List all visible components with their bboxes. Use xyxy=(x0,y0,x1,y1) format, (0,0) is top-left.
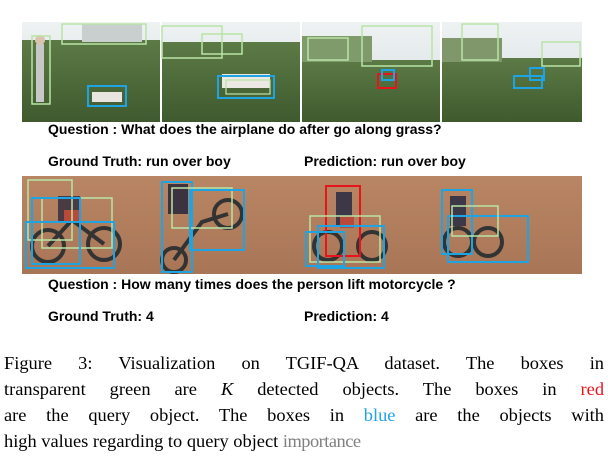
caption-line-3: are the query object. The boxes in blue … xyxy=(4,405,604,425)
frames-strip-motorcycle xyxy=(22,176,582,274)
k-symbol: K xyxy=(220,379,234,399)
blue-word: blue xyxy=(363,405,396,425)
frame-8 xyxy=(441,189,529,263)
question-1: Question : What does the airplane do aft… xyxy=(48,121,442,137)
ground-truth-2: Ground Truth: 4 xyxy=(48,308,154,324)
prediction-1: Prediction: run over boy xyxy=(304,153,466,169)
caption-line-2: transparent green are K detected objects… xyxy=(4,379,605,399)
frame-5 xyxy=(25,179,122,269)
frame-2 xyxy=(161,22,300,122)
caption-line-1: Figure 3: Visualization on TGIF-QA datas… xyxy=(4,353,604,373)
frame-6 xyxy=(160,181,245,274)
question-2: Question : How many times does the perso… xyxy=(48,276,456,292)
caption-line-4: high values regarding to query object im… xyxy=(4,431,361,451)
frames-strip-airplane xyxy=(22,22,582,122)
frame-7 xyxy=(305,185,388,269)
frame-4 xyxy=(442,22,582,122)
prediction-2: Prediction: 4 xyxy=(304,308,389,324)
frame-1 xyxy=(22,22,160,122)
figure-caption: Figure 3: Visualization on TGIF-QA datas… xyxy=(4,350,604,454)
red-word: red xyxy=(580,379,605,399)
frame-3 xyxy=(302,22,440,122)
ground-truth-1: Ground Truth: run over boy xyxy=(48,153,231,169)
cutoff-word: importance xyxy=(282,431,361,451)
